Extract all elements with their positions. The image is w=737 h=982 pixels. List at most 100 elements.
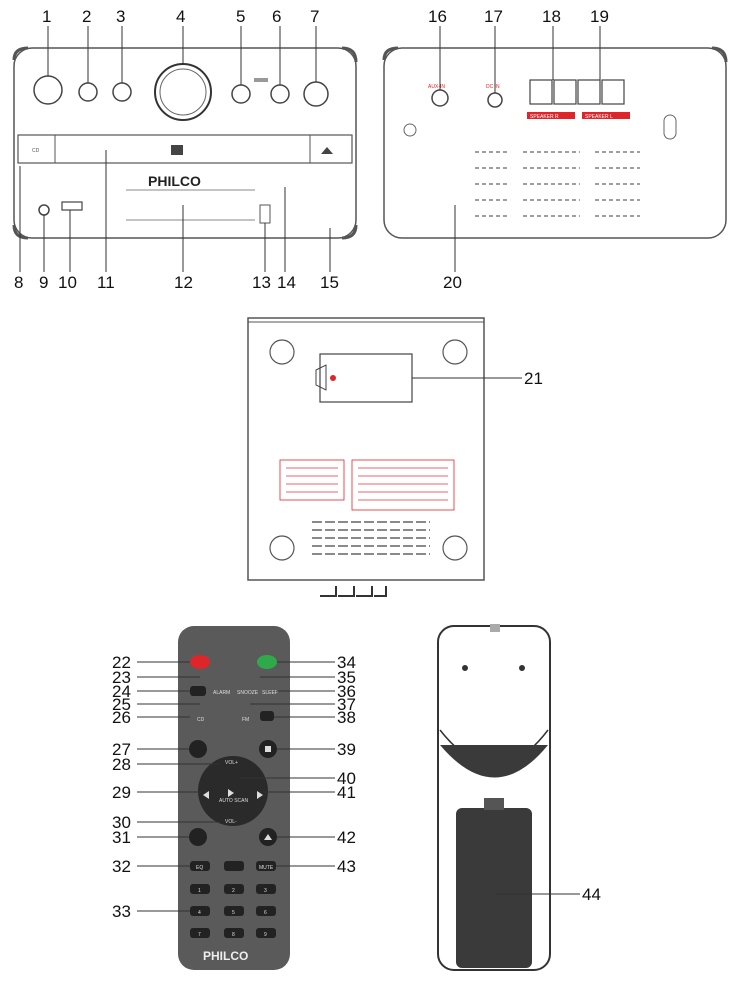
callout-9: 9	[39, 273, 48, 292]
speaker-l-tag	[582, 112, 630, 119]
callout-43: 43	[337, 857, 356, 876]
digit-2: 2	[232, 888, 235, 894]
ir-sensor	[259, 204, 271, 224]
callout-40: 40	[337, 769, 356, 788]
prev-icon	[203, 791, 209, 799]
bottom-outline	[247, 317, 485, 581]
callout-44: 44	[582, 885, 601, 904]
callout-18: 18	[542, 7, 561, 26]
cd-tray	[17, 134, 353, 164]
callout-33: 33	[112, 902, 131, 921]
callout-6: 6	[272, 7, 281, 26]
callout-23: 23	[112, 668, 131, 687]
battery-cover	[456, 808, 532, 968]
front-brand: PHILCO	[148, 173, 201, 189]
callout-30: 30	[112, 813, 131, 832]
cd-label: CD	[32, 148, 40, 154]
callout-8: 8	[14, 273, 23, 292]
callout-15: 15	[320, 273, 339, 292]
vol-plus-label: VOL+	[225, 760, 238, 766]
callout-3: 3	[116, 7, 125, 26]
warning-label-right	[351, 459, 455, 511]
remote-brand: PHILCO	[203, 949, 248, 963]
nav-ring	[198, 756, 268, 826]
callout-10: 10	[58, 273, 77, 292]
headphone-jack	[38, 204, 50, 216]
bottom-view: 21	[247, 317, 543, 597]
remote-front: ALARM SNOOZE SLEEP CD FM VOL+ VOL- AUTO …	[112, 626, 356, 970]
digit-6: 6	[264, 910, 267, 916]
usb-port	[61, 201, 83, 211]
next-icon	[257, 791, 263, 799]
callout-20: 20	[443, 273, 462, 292]
digit-7: 7	[198, 932, 201, 938]
number-pad	[190, 884, 276, 938]
rear-panel-outline	[383, 47, 727, 239]
power-button	[190, 655, 210, 669]
callout-35: 35	[337, 668, 356, 687]
digit-5: 5	[232, 910, 235, 916]
digit-3: 3	[264, 888, 267, 894]
rear-panel-view: AUX-IN DC IN SPEAKER R SPEAKER L	[382, 7, 728, 292]
callout-39: 39	[337, 740, 356, 759]
callout-37: 37	[337, 695, 356, 714]
callout-36: 36	[337, 682, 356, 701]
callout-5: 5	[236, 7, 245, 26]
callout-42: 42	[337, 828, 356, 847]
button-6	[270, 84, 290, 104]
auto-scan-label: AUTO SCAN	[219, 798, 248, 804]
callout-11: 11	[97, 273, 115, 292]
callout-16: 16	[428, 7, 447, 26]
aux-in-jack	[431, 89, 449, 107]
callout-22: 22	[112, 653, 131, 672]
vol-minus-label: VOL-	[225, 819, 237, 825]
alarm-label: ALARM	[213, 690, 230, 696]
callout-41: 41	[337, 783, 356, 802]
btn-27	[189, 740, 207, 758]
digit-1: 1	[198, 888, 201, 894]
play-icon	[228, 789, 234, 797]
callout-32: 32	[112, 857, 131, 876]
bottom-vents	[312, 521, 430, 555]
mute-label: MUTE	[259, 865, 274, 871]
callout-19: 19	[590, 7, 609, 26]
digit-8: 8	[232, 932, 235, 938]
snooze-label: SNOOZE	[237, 690, 259, 696]
speaker-l-label: SPEAKER L	[585, 114, 613, 120]
dc-in-label: DC IN	[486, 84, 500, 90]
front-panel-outline	[13, 47, 357, 239]
knob-7	[303, 81, 329, 107]
callout-12: 12	[174, 273, 193, 292]
fm-btn-label: FM	[242, 717, 249, 723]
callout-4: 4	[176, 7, 185, 26]
eq-label: EQ	[196, 865, 203, 871]
speaker-r-label: SPEAKER R	[530, 114, 559, 120]
button-2	[78, 82, 98, 102]
speaker-r-tag	[527, 112, 575, 119]
callout-21: 21	[524, 369, 543, 388]
callout-7: 7	[310, 7, 319, 26]
remote-back: 44	[437, 624, 601, 971]
callout-25: 25	[112, 695, 131, 714]
callout-34: 34	[337, 653, 356, 672]
eject-icon	[321, 147, 333, 154]
volume-knob	[154, 63, 212, 121]
callout-26: 26	[112, 708, 131, 727]
callout-1: 1	[42, 7, 51, 26]
btn-24	[190, 686, 206, 696]
callout-38: 38	[337, 708, 356, 727]
callout-29: 29	[112, 783, 131, 802]
btn-31	[189, 828, 207, 846]
cd-icon	[171, 145, 183, 155]
cd-btn-label: CD	[197, 717, 205, 723]
callout-17: 17	[484, 7, 503, 26]
callout-14: 14	[277, 273, 296, 292]
callout-13: 13	[252, 273, 271, 292]
aux-in-label: AUX-IN	[428, 84, 445, 90]
source-button	[257, 655, 277, 669]
knob-1	[33, 75, 63, 105]
sleep-label: SLEEP	[262, 690, 279, 696]
rear-vents	[475, 151, 640, 217]
callout-24: 24	[112, 682, 131, 701]
